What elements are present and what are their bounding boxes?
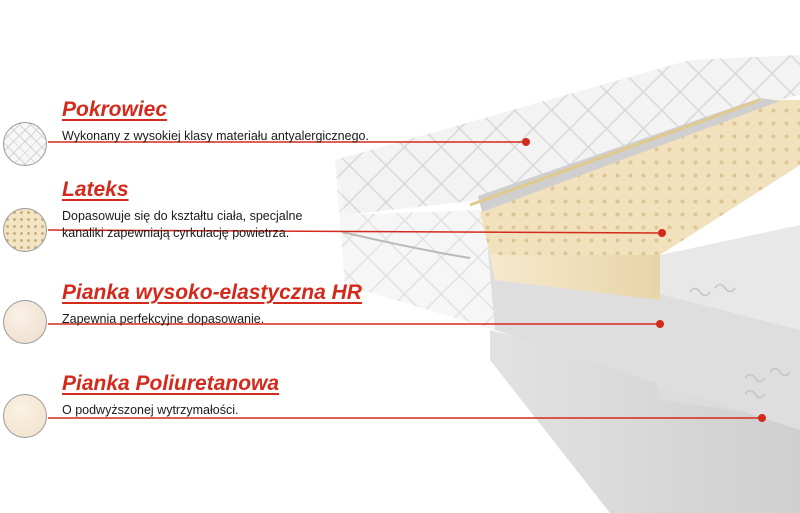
polyurethane-swatch xyxy=(3,394,47,438)
polyurethane-block-side xyxy=(490,330,800,513)
layer-title: Lateks xyxy=(62,178,129,201)
pointer-line xyxy=(47,229,663,234)
layer-title: Pokrowiec xyxy=(62,98,168,121)
pointer-lines xyxy=(47,138,766,422)
layer-title: Pianka Poliuretanowa xyxy=(62,372,280,395)
latex-layer-edge xyxy=(490,255,660,300)
layer-title: Pianka wysoko-elastyczna HR xyxy=(62,281,362,304)
layer-hr-foam: Pianka wysoko-elastyczna HR Zapewnia per… xyxy=(62,281,362,328)
latex-layer-top xyxy=(480,100,800,255)
layer-description: Wykonany z wysokiej klasy materiału anty… xyxy=(62,129,369,143)
cover-fabric-swatch xyxy=(3,122,47,166)
layer-description: O podwyższonej wytrzymałości. xyxy=(62,403,239,417)
layer-latex: Lateks Dopasowuje się do kształtu ciała,… xyxy=(62,178,302,242)
layer-description: Zapewnia perfekcyjne dopasowanie. xyxy=(62,312,265,326)
latex-swatch xyxy=(3,208,47,252)
hr-foam-block-side xyxy=(488,250,800,430)
pointer-dot xyxy=(522,138,530,146)
hr-foam-swatch xyxy=(3,300,47,344)
pointer-dot xyxy=(658,229,666,237)
cover-front-panel xyxy=(335,160,495,330)
pointer-dot xyxy=(758,414,766,422)
cover-top-surface xyxy=(335,55,800,215)
layer-description: Dopasowuje się do kształtu ciała, specja… xyxy=(62,209,303,240)
zipper xyxy=(341,231,471,259)
layer-polyurethane: Pianka Poliuretanowa O podwyższonej wytr… xyxy=(62,372,279,419)
pointer-dot xyxy=(656,320,664,328)
layer-cover: Pokrowiec Wykonany z wysokiej klasy mate… xyxy=(62,98,369,145)
